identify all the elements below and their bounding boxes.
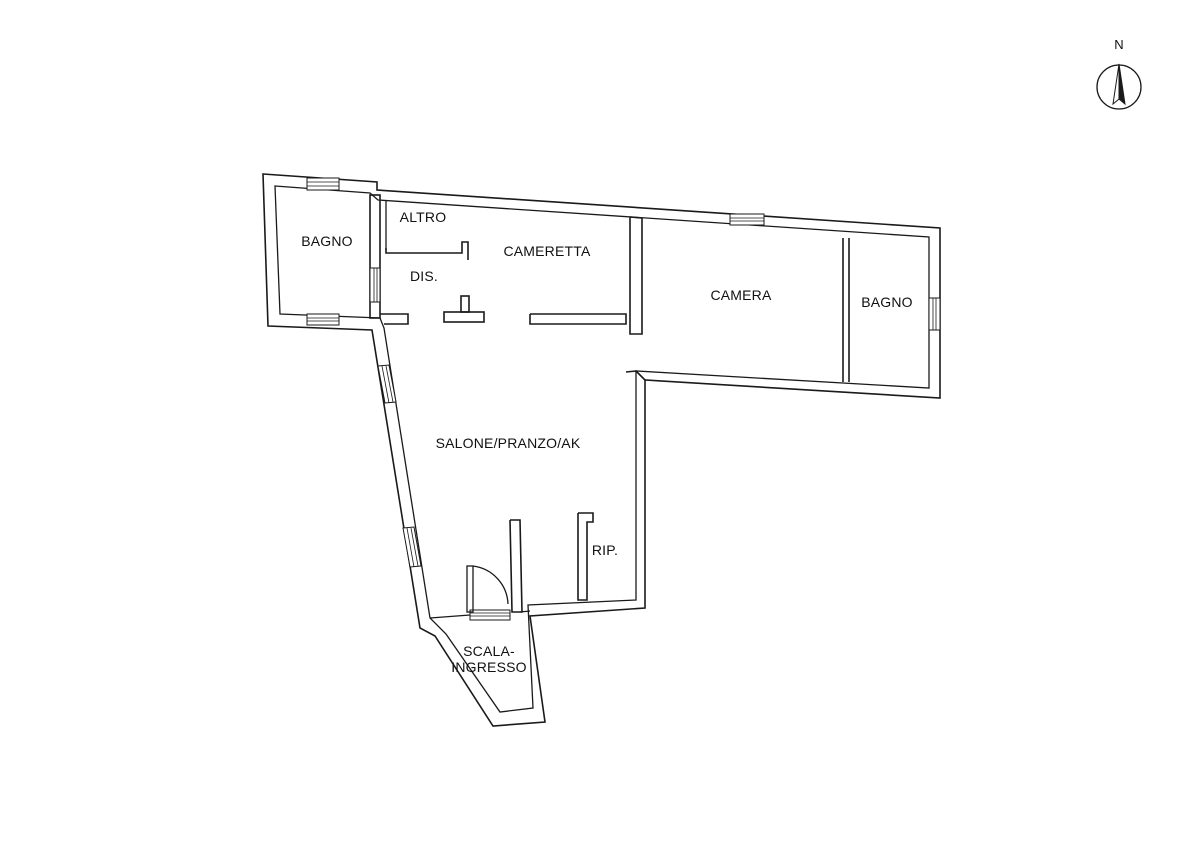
- window-salone-west-upper: [377, 364, 397, 404]
- window-bagno-east-wall: [369, 267, 381, 303]
- label-bagno-east: BAGNO: [861, 294, 913, 310]
- north-compass: N: [1096, 37, 1142, 110]
- window-bagno-east: [928, 297, 941, 331]
- label-scala-line2: INGRESSO: [451, 659, 527, 675]
- interior-walls: [369, 194, 850, 619]
- label-salone: SALONE/PRANZO/AK: [436, 435, 581, 451]
- label-scala-line1: SCALA-: [463, 643, 515, 659]
- north-arrow-icon: [1096, 63, 1142, 110]
- north-label: N: [1114, 37, 1123, 52]
- outer-walls: [262, 173, 941, 727]
- label-rip: RIP.: [592, 542, 618, 558]
- room-labels: BAGNO ALTRO CAMERETTA DIS. CAMERA BAGNO …: [301, 209, 913, 675]
- window-scala: [469, 609, 511, 621]
- window-camera-north: [729, 213, 765, 226]
- label-dis: DIS.: [410, 268, 438, 284]
- label-altro: ALTRO: [400, 209, 447, 225]
- window-salone-west-lower: [402, 526, 422, 568]
- label-cameretta: CAMERETTA: [503, 243, 591, 259]
- window-bagno-north: [306, 177, 340, 191]
- entrance-door: [466, 565, 509, 613]
- windows: [306, 177, 941, 621]
- label-camera: CAMERA: [710, 287, 772, 303]
- label-bagno-west: BAGNO: [301, 233, 353, 249]
- window-bagno-south: [306, 313, 340, 326]
